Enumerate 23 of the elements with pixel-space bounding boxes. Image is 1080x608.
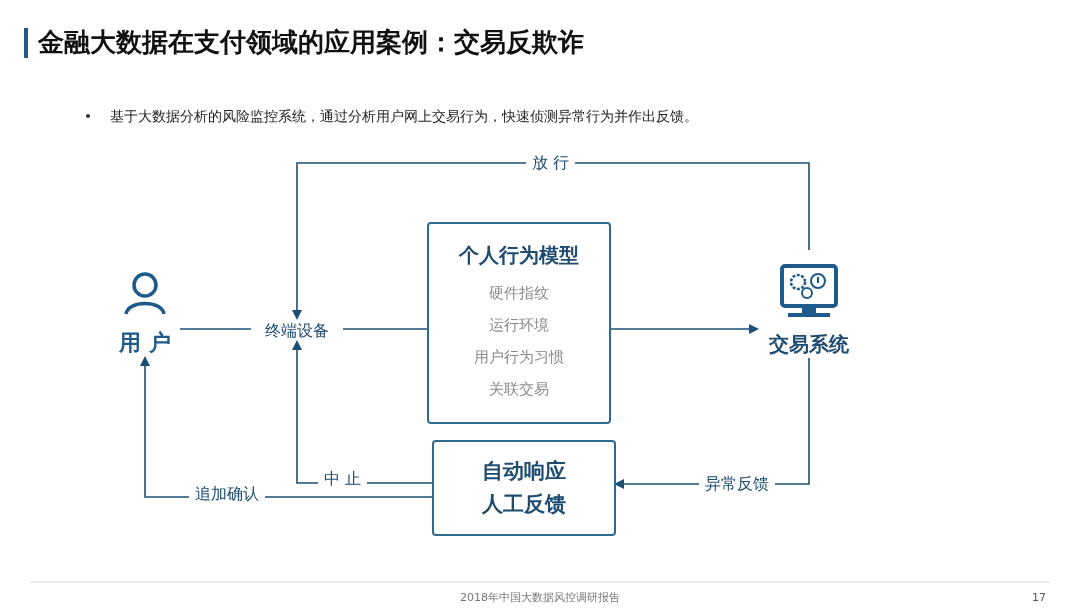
device-label: 终端设备 — [265, 321, 329, 342]
edge-label: 追加确认 — [189, 484, 265, 504]
page-number: 17 — [1032, 590, 1046, 606]
connector-line — [179, 328, 252, 330]
footer-text: 2018年中国大数据风控调研报告 — [460, 590, 620, 606]
process-box — [427, 222, 611, 424]
edge-label: 放 行 — [525, 153, 575, 173]
bullet-text: 基于大数据分析的风险监控系统，通过分析用户网上交易行为，快速侦测异常行为并作出反馈。 — [110, 107, 698, 126]
connector-line — [342, 328, 428, 330]
process-box — [432, 440, 616, 536]
user-label: 用 户 — [119, 329, 171, 357]
edge-label: 异常反馈 — [699, 474, 775, 494]
edge-label: 中 止 — [317, 469, 367, 489]
box-item: 用户行为习惯 — [474, 346, 564, 368]
box-heading: 个人行为模型 — [459, 241, 579, 269]
title: 金融大数据在支付领域的应用案例：交易反欺诈 — [38, 26, 584, 59]
arrow — [292, 162, 810, 320]
system-label: 交易系统 — [769, 331, 849, 358]
box-text: 自动响应人工反馈 — [481, 458, 567, 518]
box-item: 硬件指纹 — [489, 282, 549, 304]
arrow — [610, 324, 759, 334]
box-item: 关联交易 — [489, 378, 549, 400]
box-item: 运行环境 — [489, 314, 549, 336]
